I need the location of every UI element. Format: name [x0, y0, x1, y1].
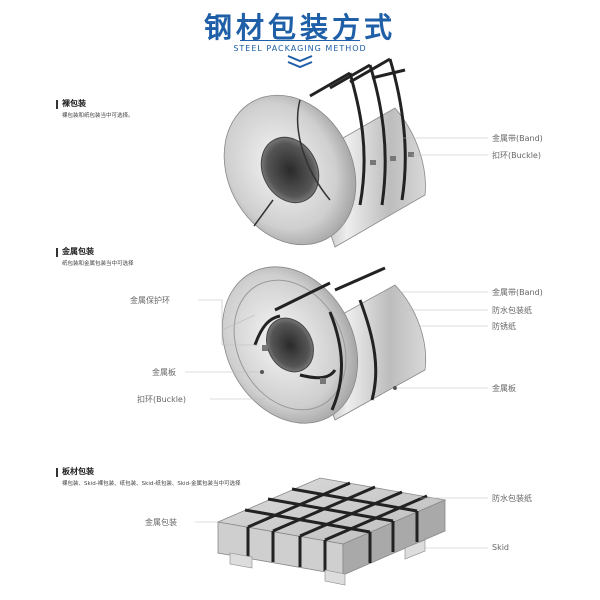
double-chevron-down-icon: [287, 55, 313, 69]
label-buckle: 扣环(Buckle): [137, 395, 186, 404]
band-strap-side: [348, 58, 407, 206]
buckle-mark: [262, 345, 268, 351]
section-desc: 裸包装和纸包装当中可选择。: [62, 113, 134, 119]
bare-coil-illustration: [223, 57, 488, 248]
section-title: 板材包装: [62, 467, 94, 476]
band-strap: [274, 266, 386, 411]
buckle-mark: [370, 160, 376, 165]
plate-package-illustration: [195, 477, 488, 586]
label-waterproof-paper: 防水包装纸: [492, 306, 532, 315]
page-subtitle: STEEL PACKAGING METHOD: [233, 44, 367, 53]
label-metal-plate-right: 金属板: [492, 384, 516, 393]
label-buckle: 扣环(Buckle): [492, 151, 541, 160]
label-waterproof-paper: 防水包装纸: [492, 494, 532, 503]
label-band: 金属带(Band): [492, 134, 543, 143]
section-marker: [56, 248, 58, 257]
label-rustproof-paper: 防锈纸: [492, 322, 516, 331]
section-marker: [56, 468, 58, 477]
section-desc: 纸包装和金属包装当中可选择: [62, 261, 134, 267]
coil-eye: [266, 317, 314, 373]
skid-foot: [229, 552, 253, 569]
section-desc: 裸包装、Skid-裸包装、纸包装、Skid-纸包装、Skid-金属包装当中可选择: [62, 481, 241, 487]
label-skid: Skid: [492, 543, 510, 552]
title-divider: [240, 40, 360, 41]
label-metal-plate-left: 金属板: [152, 368, 176, 377]
page-title: 钢材包装方式: [203, 11, 396, 44]
section-title: 金属包装: [62, 247, 94, 256]
section-marker: [56, 100, 58, 109]
protect-ring: [233, 279, 347, 411]
section-title: 裸包装: [62, 99, 86, 108]
label-band: 金属带(Band): [492, 288, 543, 297]
label-metal-pack: 金属包装: [145, 518, 177, 527]
label-protect-ring: 金属保护环: [130, 296, 170, 305]
metal-coil-illustration: [185, 266, 488, 424]
